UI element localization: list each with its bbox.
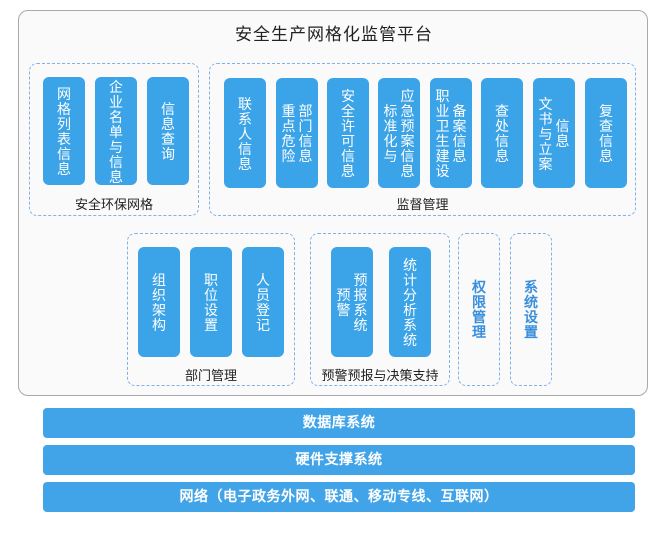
module-position-setup[interactable]: 职位设置: [190, 247, 232, 357]
module-contacts[interactable]: 联系人信息: [224, 78, 266, 188]
group-label: 预警预报与决策支持: [321, 369, 439, 384]
module-info-query[interactable]: 信息查询: [147, 77, 189, 185]
permission-label: 权限管理: [472, 280, 486, 341]
group-label: 安全环保网格: [74, 198, 153, 213]
module-label-column: 联系人信息: [238, 96, 252, 173]
network-bar: 网络（电子政务外网、联通、移动专线、互联网）: [43, 482, 635, 512]
module-label-column: 预警: [336, 288, 351, 319]
module-label-column: 标准化与: [383, 104, 398, 165]
module-safety-license[interactable]: 安全许可信息: [327, 78, 369, 188]
module-key-hazards[interactable]: 部门信息重点危险: [276, 78, 318, 188]
module-label-column: 职位设置: [204, 273, 218, 334]
group-permission[interactable]: [458, 233, 500, 386]
module-label-column: 查处信息: [495, 104, 509, 165]
module-label-column: 重点危险: [281, 104, 296, 165]
platform-title: 安全生产网格化监管平台: [235, 25, 433, 45]
module-label-column: 信息: [555, 119, 570, 150]
module-label-column: 复查信息: [599, 104, 613, 165]
database-system-bar: 数据库系统: [43, 408, 635, 438]
module-label-column: 网格列表信息: [57, 87, 71, 178]
group-system-settings[interactable]: [510, 233, 552, 386]
module-label-column: 文书与立案: [538, 96, 553, 173]
module-label-column: 组织架构: [152, 273, 166, 334]
module-label-column: 应急预案信息: [400, 89, 415, 180]
group-warning: 预警预报与决策支持: [310, 233, 450, 386]
module-label-column: 部门信息: [298, 104, 313, 165]
module-documents-filing[interactable]: 信息文书与立案: [533, 78, 575, 188]
module-label-column: 备案信息: [452, 104, 467, 165]
group-supervision: 监督管理: [209, 63, 636, 216]
module-grid-list[interactable]: 网格列表信息: [43, 77, 85, 185]
module-label-column: 企业名单与信息: [109, 79, 123, 186]
module-statistics[interactable]: 统计分析系统: [389, 247, 431, 357]
module-review[interactable]: 复查信息: [585, 78, 627, 188]
module-label-column: 统计分析系统: [403, 258, 417, 349]
module-label-column: 安全许可信息: [341, 89, 355, 180]
group-env-grid: 安全环保网格: [29, 63, 199, 216]
module-org-structure[interactable]: 组织架构: [138, 247, 180, 357]
module-enterprise-list[interactable]: 企业名单与信息: [95, 77, 137, 185]
group-label: 监督管理: [396, 198, 449, 213]
module-staff-registration[interactable]: 人员登记: [242, 247, 284, 357]
hardware-support-bar: 硬件支撑系统: [43, 445, 635, 475]
group-department: 部门管理: [127, 233, 295, 386]
module-label-column: 预报系统: [353, 273, 368, 334]
group-label: 部门管理: [184, 369, 237, 384]
module-label-column: 人员登记: [256, 273, 270, 334]
module-early-warning[interactable]: 预报系统预警: [331, 247, 373, 357]
module-occupational-health[interactable]: 备案信息职业卫生建设: [430, 78, 472, 188]
module-label-column: 信息查询: [161, 102, 175, 163]
module-label-column: 职业卫生建设: [435, 89, 450, 180]
system-settings-label: 系统设置: [524, 280, 538, 341]
module-investigation[interactable]: 查处信息: [481, 78, 523, 188]
module-emergency-plan[interactable]: 应急预案信息标准化与: [378, 78, 420, 188]
